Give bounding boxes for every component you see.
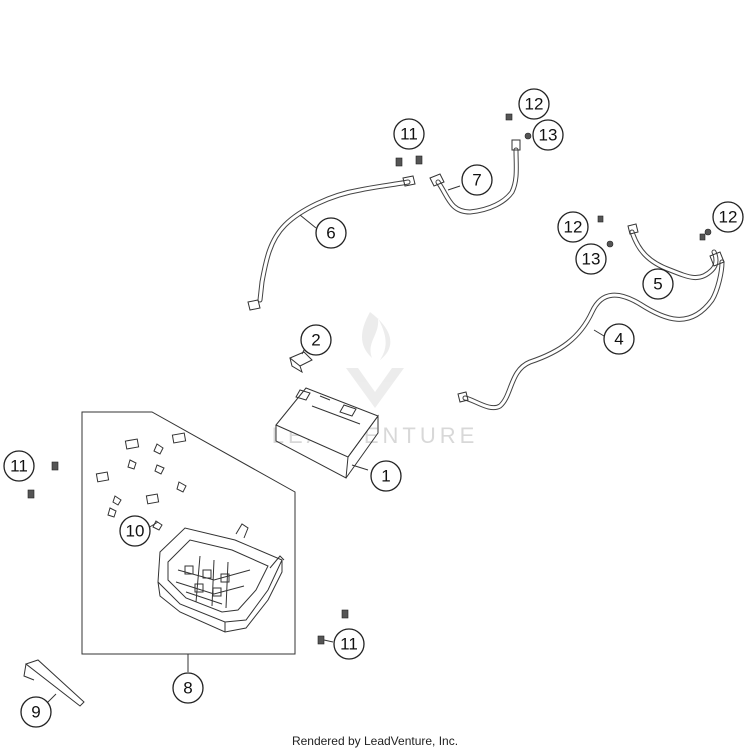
fasteners [27,113,712,645]
callout-13-mid: 13 [575,243,607,275]
part-9-cable-guide [23,659,85,707]
svg-text:5: 5 [653,275,662,294]
callout-2: 2 [300,324,332,356]
callout-6: 6 [315,217,347,249]
svg-text:12: 12 [719,208,738,227]
callout-11-top: 11 [393,118,425,150]
callout-7: 7 [461,164,493,196]
callout-1: 1 [370,460,402,492]
svg-text:6: 6 [326,224,335,243]
callout-12-mid: 12 [557,211,589,243]
svg-text:8: 8 [183,679,192,698]
cable-4 [457,259,725,411]
tray-kit-outline [81,411,296,655]
footer-credit: Rendered by LeadVenture, Inc. [291,734,459,748]
battery-strap-bracket [289,351,313,374]
leader-4 [593,329,605,337]
callout-11-bottom: 11 [333,628,365,660]
leader-1 [351,464,369,471]
svg-text:11: 11 [10,457,28,476]
leader-11c [323,639,334,643]
callout-10: 10 [119,515,151,547]
battery-tray [157,523,285,633]
leader-6 [299,214,317,229]
svg-text:12: 12 [525,95,544,114]
svg-text:11: 11 [400,125,418,144]
callout-9: 9 [20,696,52,728]
callout-12-right: 12 [712,201,744,233]
svg-text:11: 11 [340,635,358,654]
callout-12-top: 12 [518,88,550,120]
callout-13-top: 13 [532,119,564,151]
cable-7 [429,139,521,215]
callout-11-left: 11 [3,450,35,482]
svg-text:10: 10 [126,522,145,541]
callout-8: 8 [172,672,204,704]
svg-text:7: 7 [472,171,481,190]
clip-parts [95,432,187,531]
cable-5 [627,223,725,280]
cable-6 [247,175,416,311]
svg-text:9: 9 [31,703,40,722]
svg-text:13: 13 [582,250,601,269]
leader-7 [447,185,461,191]
svg-text:13: 13 [539,126,558,145]
svg-text:1: 1 [381,467,390,486]
watermark-logo [346,312,404,408]
svg-text:4: 4 [614,330,623,349]
battery [275,387,379,479]
svg-text:2: 2 [311,331,320,350]
callout-5: 5 [642,268,674,300]
svg-text:12: 12 [564,218,583,237]
callout-4: 4 [603,323,635,355]
